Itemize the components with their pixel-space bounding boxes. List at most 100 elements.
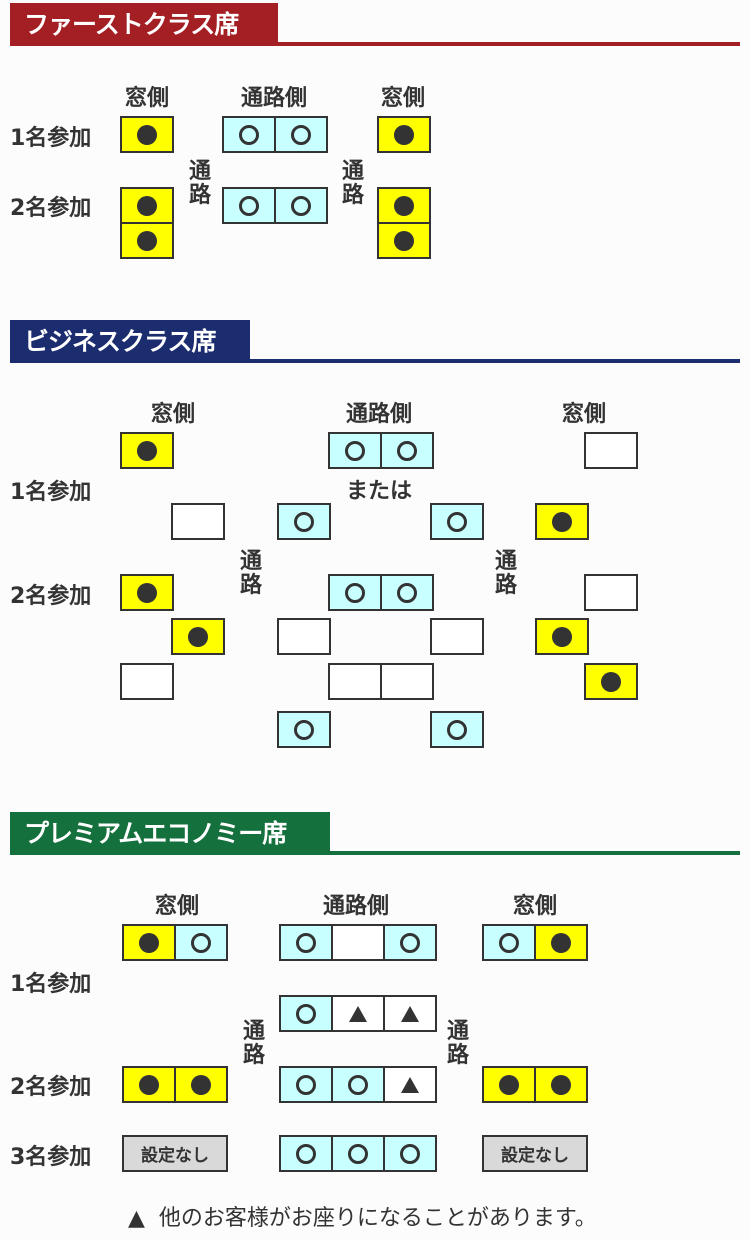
- seat-group: [120, 663, 174, 700]
- triangle-icon: [401, 1076, 419, 1093]
- open-circle-icon: [499, 932, 519, 953]
- open-circle-icon: [447, 511, 467, 532]
- seat-open: [279, 505, 329, 538]
- window-side-label: 窓側: [512, 894, 558, 919]
- seat-filled: [122, 576, 172, 609]
- seat-open: [432, 505, 482, 538]
- seat-empty: [586, 434, 636, 467]
- first-class-divider: [10, 42, 740, 46]
- filled-circle-icon: [552, 511, 572, 532]
- seat-group: [482, 1066, 588, 1103]
- business-class-header: ビジネスクラス席: [10, 320, 250, 363]
- seat-group: [584, 574, 638, 611]
- seat-open: [385, 1137, 435, 1170]
- seat-group: [430, 711, 484, 748]
- seat-group: [279, 1135, 437, 1172]
- filled-circle-icon: [137, 582, 157, 603]
- window-side-label: 窓側: [150, 402, 196, 427]
- aisle-label: 通路: [189, 159, 212, 208]
- open-circle-icon: [239, 195, 259, 216]
- open-circle-icon: [400, 1143, 420, 1164]
- seat-empty: [586, 576, 636, 609]
- open-circle-icon: [291, 124, 311, 145]
- seat-filled: [537, 505, 587, 538]
- seat-group: [279, 924, 437, 961]
- seat-empty: [330, 665, 380, 698]
- seat-open: [330, 576, 380, 609]
- first-class-header: ファーストクラス席: [10, 3, 278, 46]
- seat-group: [377, 187, 431, 259]
- seat-maybe: [385, 997, 435, 1030]
- seat-group: [584, 432, 638, 469]
- open-circle-icon: [400, 932, 420, 953]
- seat-open: [385, 926, 435, 959]
- seat-filled: [122, 189, 172, 222]
- seat-filled: [484, 1068, 534, 1101]
- seat-open: [484, 926, 534, 959]
- filled-circle-icon: [139, 1074, 159, 1095]
- open-circle-icon: [239, 124, 259, 145]
- seat-group: [122, 1066, 228, 1103]
- aisle-side-label: 通路側: [322, 894, 390, 919]
- window-side-label: 窓側: [561, 402, 607, 427]
- open-circle-icon: [345, 582, 365, 603]
- business-class-divider: [10, 359, 740, 363]
- seat-group: [279, 995, 437, 1032]
- seat-open: [276, 189, 326, 222]
- filled-circle-icon: [191, 1074, 211, 1095]
- seat-group: [328, 432, 434, 469]
- seat-maybe: [333, 997, 383, 1030]
- seat-open: [330, 434, 380, 467]
- aisle-side-label: 通路側: [240, 86, 308, 111]
- open-circle-icon: [397, 582, 417, 603]
- seat-filled: [176, 1068, 226, 1101]
- seat-group: [122, 924, 228, 961]
- open-circle-icon: [294, 511, 314, 532]
- seat-open: [276, 118, 326, 151]
- seat-filled: [124, 1068, 174, 1101]
- filled-circle-icon: [394, 230, 414, 251]
- row-label-2: 2名参加: [10, 196, 92, 221]
- open-circle-icon: [348, 1143, 368, 1164]
- seat-open: [281, 997, 331, 1030]
- seat-open: [224, 189, 274, 222]
- open-circle-icon: [291, 195, 311, 216]
- filled-circle-icon: [499, 1074, 519, 1095]
- seat-group: [277, 618, 331, 655]
- filled-circle-icon: [551, 1074, 571, 1095]
- seat-filled: [122, 434, 172, 467]
- open-circle-icon: [296, 1003, 316, 1024]
- filled-circle-icon: [137, 230, 157, 251]
- filled-circle-icon: [394, 124, 414, 145]
- seat-group: [120, 116, 174, 153]
- seat-open: [281, 1068, 331, 1101]
- seat-group: [328, 663, 434, 700]
- seat-open: [281, 1137, 331, 1170]
- seat-filled: [379, 224, 429, 257]
- seat-open: [432, 713, 482, 746]
- open-circle-icon: [296, 932, 316, 953]
- seat-open: [333, 1137, 383, 1170]
- seat-group: [279, 1066, 437, 1103]
- seat-group: [120, 574, 174, 611]
- seat-filled: [537, 620, 587, 653]
- seat-empty: [173, 505, 223, 538]
- window-side-label: 窓側: [154, 894, 200, 919]
- triangle-icon: [401, 1005, 419, 1022]
- aisle-label: 通路: [243, 1019, 266, 1068]
- seat-empty: [432, 620, 482, 653]
- seat-filled: [122, 224, 172, 257]
- row-label-1: 1名参加: [10, 126, 92, 151]
- seat-none: 設定なし: [124, 1137, 226, 1170]
- seat-empty: [382, 665, 432, 698]
- seat-group: [482, 924, 588, 961]
- open-circle-icon: [345, 440, 365, 461]
- seat-open: [279, 713, 329, 746]
- aisle-label: 通路: [447, 1019, 470, 1068]
- seat-filled: [173, 620, 223, 653]
- seat-filled: [124, 926, 174, 959]
- aisle-side-label: 通路側: [345, 402, 413, 427]
- seat-group: [584, 663, 638, 700]
- aisle-label: 通路: [240, 549, 263, 598]
- seat-open: [382, 576, 432, 609]
